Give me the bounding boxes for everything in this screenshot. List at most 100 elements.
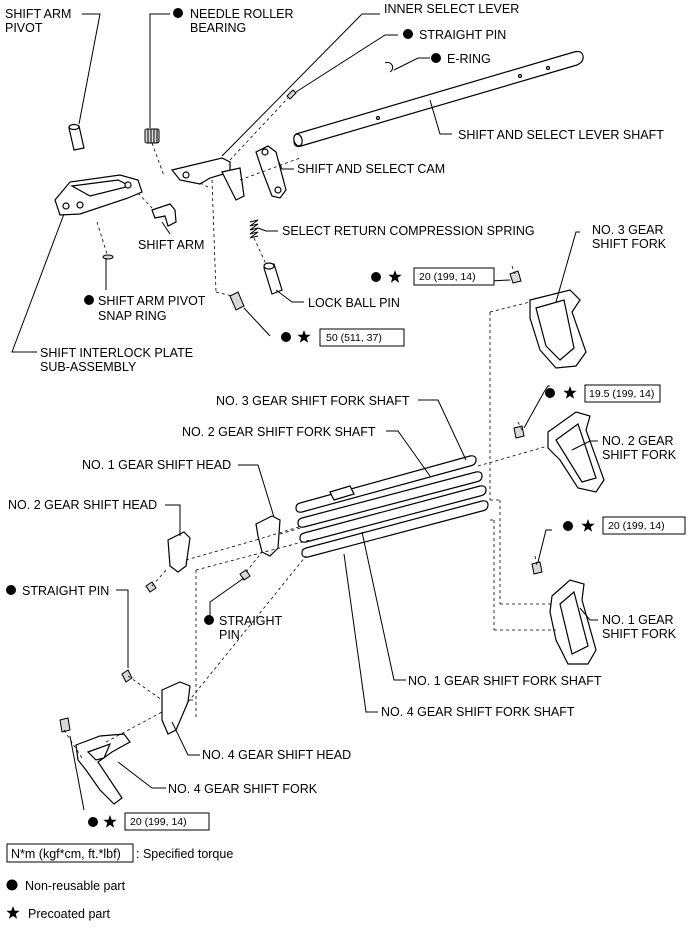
torque-no1-fork-value: 20 (199, 14) [608, 520, 665, 532]
no4-gear-shift-fork-part [75, 733, 131, 805]
precoated-star-icon [6, 906, 20, 919]
legend-precoated: Precoated part [28, 907, 111, 921]
no1-fork-bolt-part [531, 561, 543, 575]
no4-gear-shift-fork-shaft-part [301, 500, 489, 558]
torque-callout-no3-fork: 20 (199, 14) [371, 267, 495, 286]
legend: N*m (kgf*cm, ft.*lbf) : Specified torque… [6, 843, 233, 921]
legend-torque-desc: : Specified torque [136, 847, 233, 861]
label-no4-gear-shift-fork: NO. 4 GEAR SHIFT FORK [168, 782, 318, 796]
label-select-return-spring: SELECT RETURN COMPRESSION SPRING [282, 224, 535, 238]
label-needle-roller-bearing-2: BEARING [190, 21, 246, 35]
label-interlock-plate-2: SUB-ASSEMBLY [40, 360, 137, 374]
precoated-star-icon [563, 386, 577, 399]
no2-gear-shift-fork-shaft-part [297, 471, 483, 528]
straight-pin-b-part [239, 569, 251, 581]
non-reusable-icon [403, 29, 413, 39]
shift-select-lever-shaft-part [293, 50, 584, 148]
e-ring-part [384, 61, 394, 73]
label-no2-gear-shift-fork-2: SHIFT FORK [602, 448, 677, 462]
label-straight-pin-top: STRAIGHT PIN [419, 28, 506, 42]
label-no3-gear-shift-fork-2: SHIFT FORK [592, 237, 667, 251]
lock-ball-pin-bolt-part [229, 291, 245, 311]
straight-pin-a-part [145, 581, 157, 593]
label-straight-pin-left: STRAIGHT PIN [22, 584, 109, 598]
label-no1-gear-shift-head: NO. 1 GEAR SHIFT HEAD [82, 458, 231, 472]
precoated-star-icon [388, 270, 402, 283]
no2-gear-shift-head-part [167, 531, 191, 573]
non-reusable-icon [204, 615, 214, 625]
label-interlock-plate-1: SHIFT INTERLOCK PLATE [40, 346, 193, 360]
assembly-guide-lines [63, 97, 556, 759]
no3-fork-bolt-part [509, 270, 522, 284]
label-shift-arm-pivot-2: PIVOT [5, 21, 43, 35]
label-no4-fork-shaft: NO. 4 GEAR SHIFT FORK SHAFT [381, 705, 575, 719]
non-reusable-icon [563, 521, 573, 531]
label-inner-select-lever: INNER SELECT LEVER [384, 2, 519, 16]
leader-lines [11, 13, 598, 811]
shift-select-cam-part [255, 145, 287, 199]
non-reusable-icon [84, 295, 94, 305]
straight-pin-c-part [121, 669, 133, 683]
label-e-ring: E-RING [447, 52, 491, 66]
no2-fork-bolt-part [513, 425, 525, 439]
straight-pin-top-part [286, 89, 297, 100]
no2-gear-shift-fork-part [547, 411, 605, 493]
label-no2-gear-shift-head: NO. 2 GEAR SHIFT HEAD [8, 498, 157, 512]
non-reusable-icon [545, 388, 555, 398]
needle-roller-bearing-part [144, 128, 160, 144]
no3-gear-shift-fork-part [529, 289, 587, 369]
label-snap-ring-2: SNAP RING [98, 309, 167, 323]
label-shift-arm-pivot-1: SHIFT ARM [5, 7, 71, 21]
torque-callout-no4-fork: 20 (199, 14) [88, 812, 210, 831]
label-no3-fork-shaft: NO. 3 GEAR SHIFT FORK SHAFT [216, 394, 410, 408]
torque-callout-no2-fork: 19.5 (199, 14) [545, 384, 661, 403]
torque-callout-lock-ball-pin: 50 (511, 37) [281, 328, 405, 347]
precoated-star-icon [103, 815, 117, 828]
label-no3-gear-shift-fork-1: NO. 3 GEAR [592, 223, 664, 237]
shift-arm-part [151, 203, 177, 227]
label-shift-select-lever-shaft: SHIFT AND SELECT LEVER SHAFT [458, 128, 664, 142]
label-lock-ball-pin: LOCK BALL PIN [308, 296, 400, 310]
label-shift-select-cam: SHIFT AND SELECT CAM [297, 162, 445, 176]
non-reusable-icon [6, 585, 16, 595]
label-shift-arm: SHIFT ARM [138, 238, 204, 252]
inner-select-lever-part [170, 157, 245, 201]
label-no4-gear-shift-head: NO. 4 GEAR SHIFT HEAD [202, 748, 351, 762]
torque-lock-ball-pin-value: 50 (511, 37) [326, 332, 382, 344]
snap-ring-part [102, 254, 114, 260]
no4-fork-bolt-part [59, 717, 71, 733]
non-reusable-icon [281, 332, 291, 342]
part-labels: SHIFT ARM PIVOT NEEDLE ROLLER BEARING IN… [5, 2, 677, 796]
legend-non-reusable: Non-reusable part [25, 879, 126, 893]
non-reusable-icon [88, 817, 98, 827]
label-straight-pin-mid-2: PIN [219, 628, 240, 642]
shift-arm-pivot-part [68, 123, 85, 151]
torque-no4-fork-value: 20 (199, 14) [130, 816, 187, 828]
non-reusable-icon [173, 8, 183, 18]
shift-interlock-plate-part [54, 174, 143, 216]
no1-gear-shift-fork-part [549, 579, 597, 665]
no4-gear-shift-head-part [161, 681, 191, 735]
no1-gear-shift-fork-shaft-part [299, 485, 487, 543]
label-no2-gear-shift-fork-1: NO. 2 GEAR [602, 434, 674, 448]
torque-no2-fork-value: 19.5 (199, 14) [589, 388, 654, 400]
non-reusable-icon [431, 53, 441, 63]
label-no2-fork-shaft: NO. 2 GEAR SHIFT FORK SHAFT [182, 425, 376, 439]
precoated-star-icon [581, 519, 595, 532]
torque-callout-no1-fork: 20 (199, 14) [563, 516, 686, 535]
label-snap-ring-1: SHIFT ARM PIVOT [98, 294, 206, 308]
label-no1-gear-shift-fork-1: NO. 1 GEAR [602, 613, 674, 627]
label-straight-pin-mid-1: STRAIGHT [219, 614, 283, 628]
select-return-spring-part [249, 219, 259, 239]
precoated-star-icon [297, 330, 311, 343]
non-reusable-icon [6, 879, 18, 891]
label-no1-fork-shaft: NO. 1 GEAR SHIFT FORK SHAFT [408, 674, 602, 688]
lock-ball-pin-part [263, 262, 283, 295]
no3-gear-shift-fork-shaft-part [295, 455, 477, 513]
label-needle-roller-bearing-1: NEEDLE ROLLER [190, 7, 294, 21]
label-no1-gear-shift-fork-2: SHIFT FORK [602, 627, 677, 641]
legend-torque-unit: N*m (kgf*cm, ft.*lbf) [11, 847, 121, 861]
torque-no3-fork-value: 20 (199, 14) [419, 271, 476, 283]
non-reusable-icon [371, 272, 381, 282]
